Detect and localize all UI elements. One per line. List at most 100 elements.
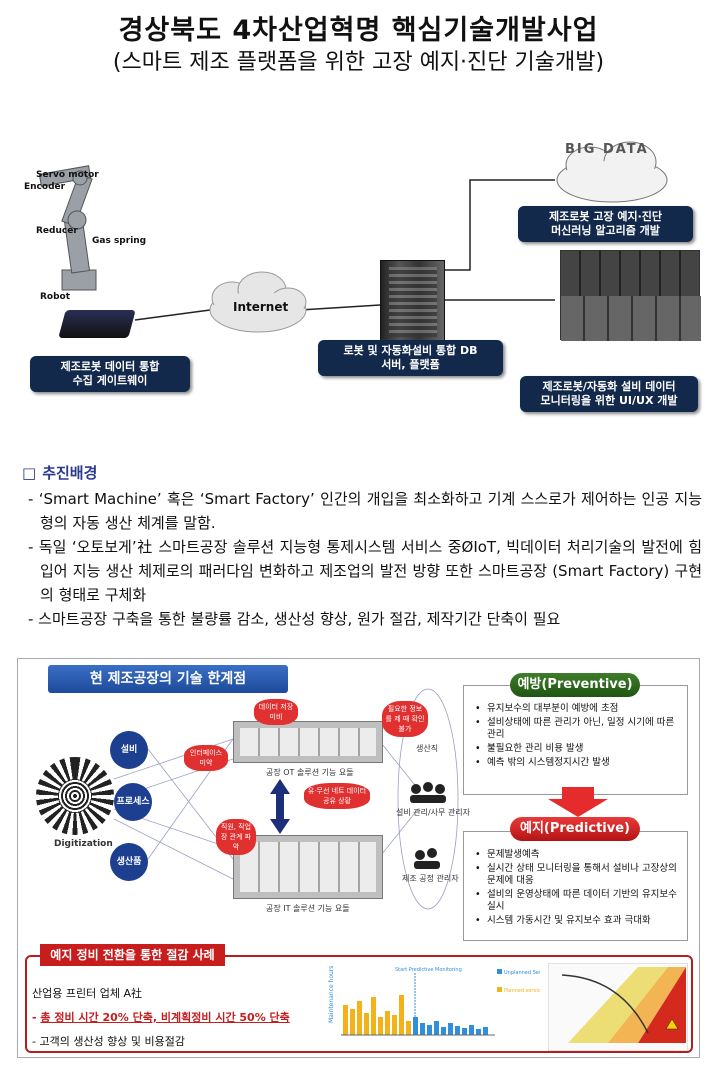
node-product: 생산품 — [110, 843, 148, 881]
people-label: 설비 관리/사무 관리자 — [396, 808, 471, 817]
ui-tag: 제조로봇/자동화 설비 데이터 모니터링을 위한 UI/UX 개발 — [520, 376, 698, 412]
control-room-icon — [560, 250, 701, 341]
burst-badge: 직원, 작업장 관계 파악 — [216, 819, 256, 855]
maintenance-hours-chart: Maintenance hours Start Predictive Monito… — [325, 963, 540, 1051]
label-encoder: Encoder — [24, 182, 66, 192]
down-arrow-icon — [548, 787, 608, 817]
caution-zone — [568, 967, 668, 1043]
double-arrow-icon — [270, 779, 290, 834]
case-study-box — [25, 955, 693, 1053]
chart-bar — [378, 1017, 383, 1035]
list-item: 설비의 운영상태에 따른 데이터 기반의 유지보수 실시 — [473, 889, 683, 913]
bigdata-cloud-icon — [556, 141, 668, 203]
list-item: 예측 밖의 시스템정지시간 발생 — [473, 757, 683, 769]
legend-swatch — [497, 987, 502, 992]
system-diagram: Servo motor Encoder Reducer Gas spring R… — [0, 120, 717, 420]
cloud-icon — [209, 271, 307, 333]
section-heading-text: 추진배경 — [42, 464, 98, 482]
chart-annotation: Start Predictive Monitoring — [395, 967, 462, 973]
bullet-item: - 독일 ‘오토보게’社 스마트공장 솔루션 지능형 통제시스템 서비스 중ØI… — [28, 538, 702, 604]
chart-bar — [399, 995, 404, 1035]
limitations-figure: 현 제조공장의 기술 한계점 Digitization 설비 프로세스 생산품 … — [17, 658, 700, 1058]
section-heading: □ 추진배경 — [22, 462, 702, 483]
case-study-tab: 예지 정비 전환을 통한 절감 사례 — [40, 944, 225, 966]
burst-badge: 데이터 저장 미비 — [254, 699, 298, 725]
ot-label: 공장 OT 솔루션 기능 요돌 — [266, 768, 354, 777]
burst-badge: 인터페이스 미약 — [184, 745, 228, 771]
chart-bar — [434, 1021, 439, 1035]
chart-bar — [455, 1026, 460, 1035]
gateway-device-icon — [58, 310, 136, 338]
node-equipment: 설비 — [110, 731, 148, 769]
label-reducer: Reducer — [36, 226, 78, 236]
chart-ylabel: Maintenance hours — [328, 966, 335, 1023]
preventive-heading: 예방(Preventive) — [510, 673, 640, 697]
case-result-prefix: - — [32, 1011, 41, 1024]
burst-badge: 필요한 정보를 제 때 확인 불가 — [382, 701, 428, 737]
background-section: □ 추진배경 - ‘Smart Machine’ 혹은 ‘Smart Factor… — [22, 462, 702, 631]
chart-bar — [483, 1027, 488, 1035]
bullet-item: - 스마트공장 구축을 통한 불량률 감소, 생산성 향상, 원가 절감, 제작… — [28, 610, 561, 628]
chart-bar — [441, 1027, 446, 1035]
node-process: 프로세스 — [114, 783, 152, 821]
chart-bar — [469, 1025, 474, 1035]
legend-swatch — [497, 969, 502, 974]
list-item: 문제발생예측 — [473, 849, 683, 861]
people-label: 제조 공정 관리자 — [402, 874, 459, 883]
page-title: 경상북도 4차산업혁명 핵심기술개발사업 — [118, 15, 599, 46]
chart-bar — [364, 1013, 369, 1035]
chart-bar — [462, 1028, 467, 1035]
digitization-icon — [36, 757, 114, 835]
chart-bar — [392, 1015, 397, 1035]
ml-tag: 제조로봇 고장 예지·진단 머신러닝 알고리즘 개발 — [518, 206, 693, 242]
robot-arm-icon — [38, 165, 97, 291]
pf-curve — [561, 974, 649, 1034]
label-gas-spring: Gas spring — [92, 236, 147, 246]
case-result: - 총 정비 시간 20% 단축, 비계획정비 시간 50% 단축 — [32, 1009, 290, 1025]
chart-bar — [420, 1023, 425, 1035]
warning-zone — [608, 967, 686, 1043]
predictive-heading: 예지(Predictive) — [510, 817, 640, 841]
maintenance-curve-chart — [548, 963, 688, 1051]
list-item: 불필요한 관리 비용 발생 — [473, 743, 683, 755]
chart-bar — [343, 1005, 348, 1035]
case-company: 산업용 프린터 업체 A社 — [32, 987, 142, 1000]
legend-label: Planned service & Maintenance — [504, 988, 540, 994]
chart-bar — [448, 1023, 453, 1035]
server-icon — [380, 260, 445, 345]
list-item: 유지보수의 대부분이 예방에 초점 — [473, 703, 683, 715]
predictive-list: 문제발생예측 실시간 상태 모니터링을 통해서 설비나 고장상의 문제에 대응 … — [473, 849, 683, 929]
label-robot: Robot — [40, 292, 71, 302]
list-item: 실시간 상태 모니터링을 통해서 설비나 고장상의 문제에 대응 — [473, 863, 683, 887]
chart-bar — [371, 997, 376, 1035]
case-result-text: 총 정비 시간 20% 단축, 비계획정비 시간 50% 단축 — [40, 1011, 290, 1024]
people-icon — [410, 782, 446, 869]
people-label: 생산직 — [416, 744, 439, 753]
chart-bar — [476, 1029, 481, 1035]
list-item: 설비상태에 따른 관리가 아닌, 일정 시기에 따른 관리 — [473, 717, 683, 741]
gateway-tag: 제조로봇 데이터 통합 수집 게이트웨이 — [30, 356, 190, 392]
preventive-list: 유지보수의 대부분이 예방에 초점 설비상태에 따른 관리가 아닌, 일정 시기… — [473, 703, 683, 771]
digitization-label: Digitization — [54, 839, 113, 849]
checkbox-square-icon: □ — [22, 464, 37, 482]
page-subtitle: (스마트 제조 플랫폼을 위한 고장 예지·진단 기술개발) — [112, 50, 605, 75]
it-solution-panel — [233, 835, 383, 899]
chart-bar — [413, 1017, 418, 1035]
chart-bar — [406, 1021, 411, 1035]
bullet-item: - ‘Smart Machine’ 혹은 ‘Smart Factory’ 인간의… — [28, 490, 702, 532]
chart-bar — [350, 1009, 355, 1035]
it-label: 공장 IT 솔루션 기능 요돌 — [266, 904, 350, 913]
case-benefit: - 고객의 생산성 향상 및 비용절감 — [32, 1035, 186, 1048]
chart-bar — [427, 1025, 432, 1035]
label-servo-motor: Servo motor — [36, 170, 99, 180]
burst-badge: 유·무선 네트 데이터 공유 상황 — [304, 783, 370, 809]
warning-triangle-icon — [665, 1018, 679, 1030]
bigdata-label: BIG DATA — [565, 142, 649, 157]
chart-bar — [385, 1011, 390, 1035]
figure-tab-title: 현 제조공장의 기술 한계점 — [48, 665, 288, 693]
server-tag: 로봇 및 자동화설비 통합 DB 서버, 플랫폼 — [318, 340, 503, 376]
ot-solution-panel — [233, 721, 383, 763]
chart-bar — [357, 1001, 362, 1035]
legend-label: Unplanned Service — [504, 970, 540, 976]
cloud-label: Internet — [233, 300, 289, 314]
